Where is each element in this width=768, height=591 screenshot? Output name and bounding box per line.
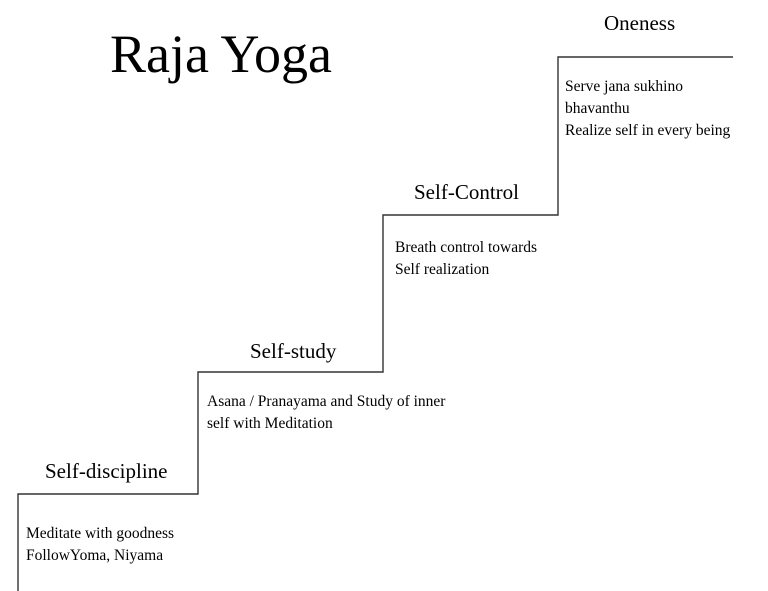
step-label-oneness: Oneness	[604, 11, 676, 35]
description-line: FollowYoma, Niyama	[26, 547, 164, 564]
step-description-oneness: Serve jana sukhino bhavanthu Realize sel…	[565, 76, 730, 142]
step-description-self-discipline: Meditate with goodness FollowYoma, Niyam…	[26, 523, 174, 567]
step-label-self-study: Self-study	[250, 339, 337, 363]
step-label-self-control: Self-Control	[414, 180, 519, 204]
description-line: Serve jana sukhino	[565, 78, 683, 95]
description-line: bhavanthu	[565, 100, 630, 117]
description-line: Asana / Pranayama and Study of inner	[207, 393, 446, 410]
description-line: Realize self in every being	[565, 122, 731, 139]
description-line: Self realization	[395, 261, 490, 278]
description-line: self with Meditation	[207, 415, 333, 432]
step-description-self-study: Asana / Pranayama and Study of inner sel…	[207, 391, 445, 435]
staircase-line	[17, 56, 733, 591]
step-description-self-control: Breath control towards Self realization	[395, 237, 537, 281]
step-label-self-discipline: Self-discipline	[45, 459, 168, 483]
description-line: Breath control towards	[395, 239, 538, 256]
diagram-title: Raja Yoga	[110, 24, 333, 84]
description-line: Meditate with goodness	[26, 525, 175, 542]
